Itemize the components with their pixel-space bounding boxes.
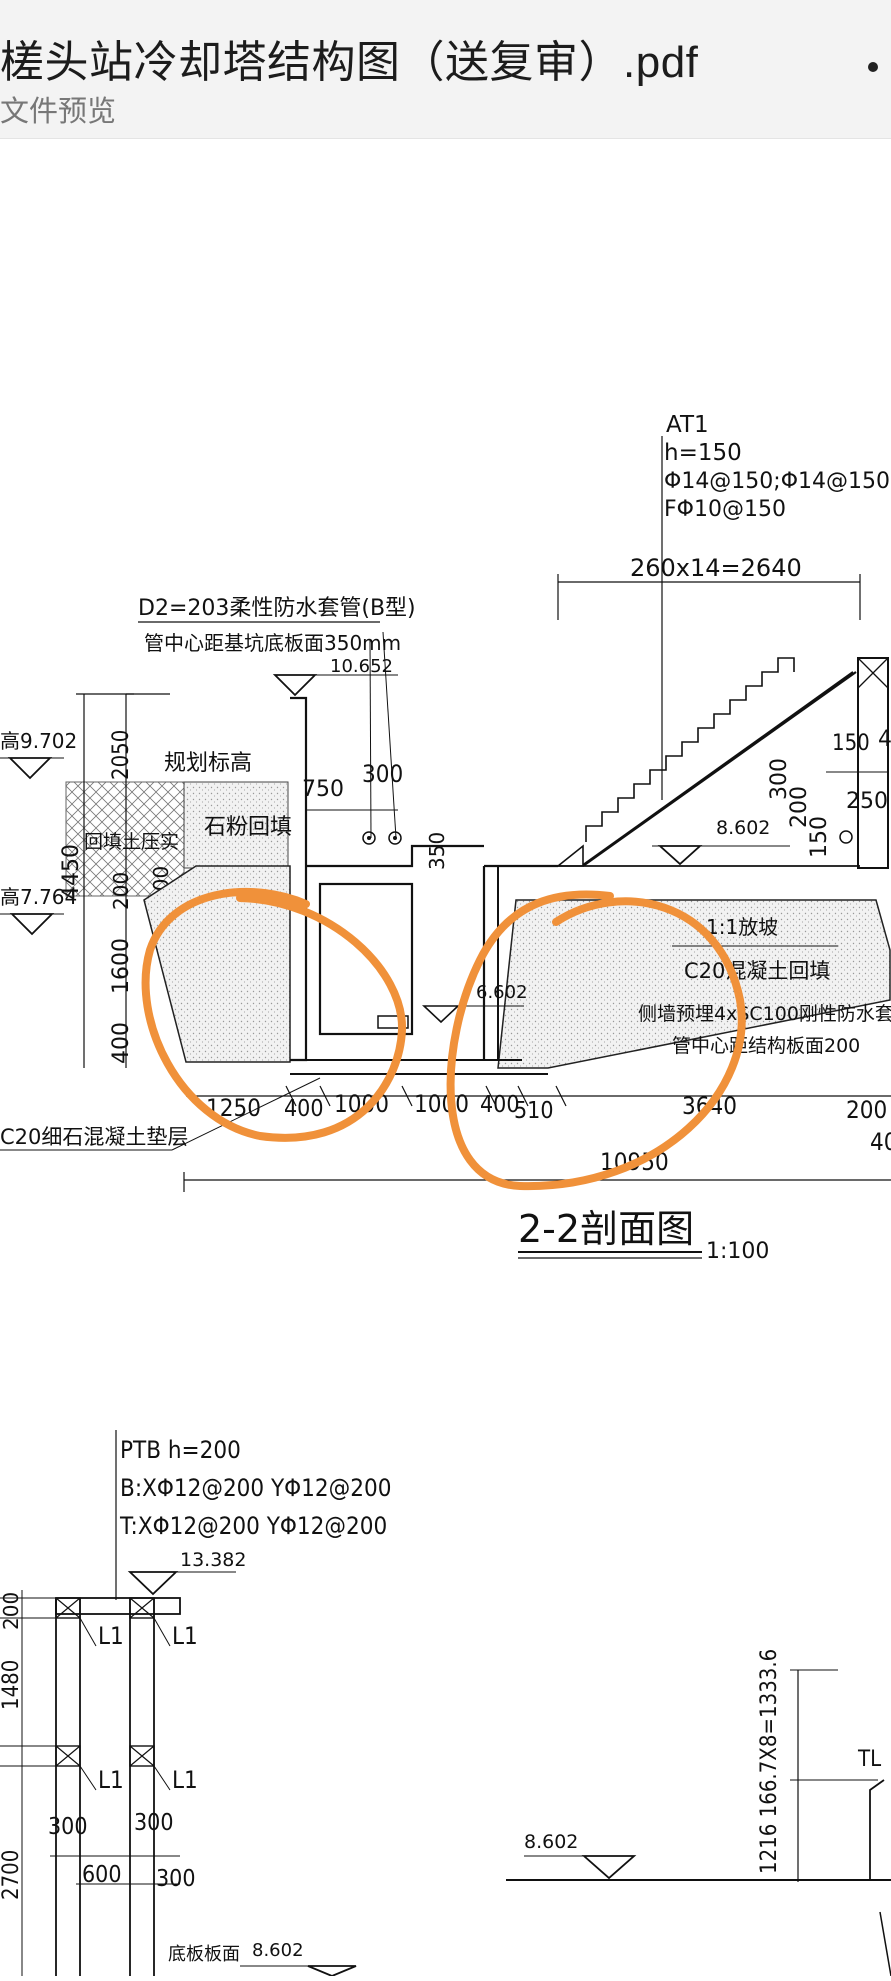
- svg-text:L1: L1: [98, 1766, 124, 1794]
- cad-drawing: AT1 h=150 Φ14@150;Φ14@150 FΦ10@150 260x1…: [0, 412, 891, 1977]
- svg-text:L1: L1: [98, 1622, 124, 1650]
- stair: 150 4 250 200 150 300 8.602: [555, 657, 891, 869]
- svg-text:h=150: h=150: [664, 440, 742, 466]
- svg-text:底板板面: 底板板面: [168, 1944, 240, 1965]
- d2-note: D2=203柔性防水套管(B型) 管中心距基坑底板面350mm 10.652: [138, 596, 416, 839]
- svg-text:300: 300: [362, 760, 403, 788]
- left-section: 高9.702 高7.764 回填土压实 石粉回填 规划标高 2050 4450 …: [0, 693, 292, 1068]
- svg-text:1600: 1600: [109, 938, 134, 994]
- svg-text:2-2剖面图: 2-2剖面图: [518, 1207, 694, 1251]
- svg-text:750: 750: [302, 777, 344, 802]
- svg-text:B:XΦ12@200 YΦ12@200: B:XΦ12@200 YΦ12@200: [120, 1474, 391, 1502]
- file-preview-label: 文件预览: [0, 96, 117, 128]
- svg-text:D2=203柔性防水套管(B型): D2=203柔性防水套管(B型): [138, 596, 416, 621]
- svg-text:8.602: 8.602: [252, 1940, 304, 1961]
- top-dimension: 260x14=2640: [557, 554, 861, 620]
- svg-text:400: 400: [480, 1092, 520, 1118]
- svg-text:2050: 2050: [109, 730, 134, 780]
- svg-text:管中心距基坑底板面350mm: 管中心距基坑底板面350mm: [144, 631, 401, 655]
- svg-text:L1: L1: [172, 1766, 198, 1794]
- svg-text:4450: 4450: [59, 844, 84, 900]
- svg-text:200: 200: [0, 1592, 23, 1630]
- stair-section-lower: 8.602 1216 166.7X8=1333.6 TL: [506, 1649, 891, 1977]
- svg-text:侧墙预埋4xSC100刚性防水套: 侧墙预埋4xSC100刚性防水套: [638, 1003, 891, 1025]
- svg-text:1:100: 1:100: [706, 1239, 769, 1264]
- svg-text:200: 200: [846, 1096, 887, 1124]
- svg-text:300: 300: [48, 1814, 88, 1840]
- svg-text:300: 300: [767, 758, 792, 800]
- svg-text:400: 400: [284, 1096, 324, 1122]
- ptb-note: PTB h=200 B:XΦ12@200 YΦ12@200 T:XΦ12@200…: [115, 1430, 391, 1600]
- svg-text:高9.702: 高9.702: [0, 729, 77, 753]
- svg-text:8.602: 8.602: [524, 1831, 578, 1853]
- svg-text:高7.764: 高7.764: [0, 885, 77, 909]
- svg-text:TL: TL: [857, 1747, 881, 1772]
- svg-text:规划标高: 规划标高: [164, 751, 252, 776]
- svg-text:L1: L1: [172, 1622, 198, 1650]
- svg-text:510: 510: [514, 1098, 554, 1124]
- pdf-viewer[interactable]: AT1 h=150 Φ14@150;Φ14@150 FΦ10@150 260x1…: [0, 138, 891, 1977]
- svg-text:管中心距结构板面200: 管中心距结构板面200: [672, 1035, 860, 1057]
- svg-text:石粉回填: 石粉回填: [204, 815, 292, 840]
- svg-text:250: 250: [846, 789, 888, 814]
- pit-section: 750 300 350 6.602 1:1放坡 C20混凝土回填 侧墙预埋4xS…: [143, 696, 891, 1075]
- svg-text:13.382: 13.382: [180, 1549, 246, 1571]
- svg-text:4: 4: [878, 727, 891, 752]
- svg-text:8.602: 8.602: [716, 817, 770, 839]
- svg-text:300: 300: [134, 1810, 174, 1836]
- svg-text:PTB h=200: PTB h=200: [120, 1436, 241, 1464]
- svg-text:400: 400: [109, 1022, 134, 1064]
- svg-text:6.602: 6.602: [476, 982, 528, 1003]
- svg-text:C20细石混凝土垫层: C20细石混凝土垫层: [0, 1125, 188, 1149]
- svg-text:10.652: 10.652: [330, 656, 393, 677]
- svg-text:FΦ10@150: FΦ10@150: [664, 497, 786, 522]
- preview-header: 槎头站冷却塔结构图（送复审）.pdf 文件预览: [0, 0, 891, 139]
- svg-text:150: 150: [832, 731, 870, 756]
- svg-text:AT1: AT1: [666, 412, 709, 438]
- svg-text:600: 600: [82, 1862, 122, 1888]
- svg-text:回填土压实: 回填土压实: [84, 831, 179, 853]
- bottom-dimensions: C20细石混凝土垫层 1250 400 1000 1000 400 510 36…: [0, 1077, 891, 1192]
- svg-text:1:1放坡: 1:1放坡: [706, 915, 778, 939]
- at1-annotation: AT1 h=150 Φ14@150;Φ14@150 FΦ10@150: [661, 412, 890, 800]
- svg-text:Φ14@150;Φ14@150: Φ14@150;Φ14@150: [664, 469, 890, 494]
- svg-text:T:XΦ12@200 YΦ12@200: T:XΦ12@200 YΦ12@200: [119, 1512, 387, 1540]
- annotation-marks: [141, 887, 746, 1191]
- svg-text:200: 200: [787, 786, 812, 828]
- svg-text:2700: 2700: [0, 1850, 24, 1900]
- svg-text:1000: 1000: [414, 1090, 469, 1118]
- svg-text:200: 200: [109, 872, 133, 910]
- section-title: 2-2剖面图 1:100: [518, 1207, 769, 1264]
- svg-text:300: 300: [156, 1866, 196, 1892]
- more-options-icon[interactable]: [868, 62, 878, 72]
- svg-text:260x14=2640: 260x14=2640: [630, 554, 802, 582]
- svg-text:C20混凝土回填: C20混凝土回填: [684, 959, 830, 983]
- svg-text:1480: 1480: [0, 1660, 24, 1710]
- svg-text:150: 150: [807, 816, 832, 858]
- file-title: 槎头站冷却塔结构图（送复审）.pdf: [0, 38, 699, 87]
- svg-text:1216 166.7X8=1333.6: 1216 166.7X8=1333.6: [757, 1649, 782, 1874]
- column-section: L1 L1 L1 L1 200 1480 2700 300 300 600 30…: [0, 1590, 357, 1977]
- svg-text:350: 350: [425, 832, 449, 870]
- svg-text:40: 40: [870, 1128, 891, 1156]
